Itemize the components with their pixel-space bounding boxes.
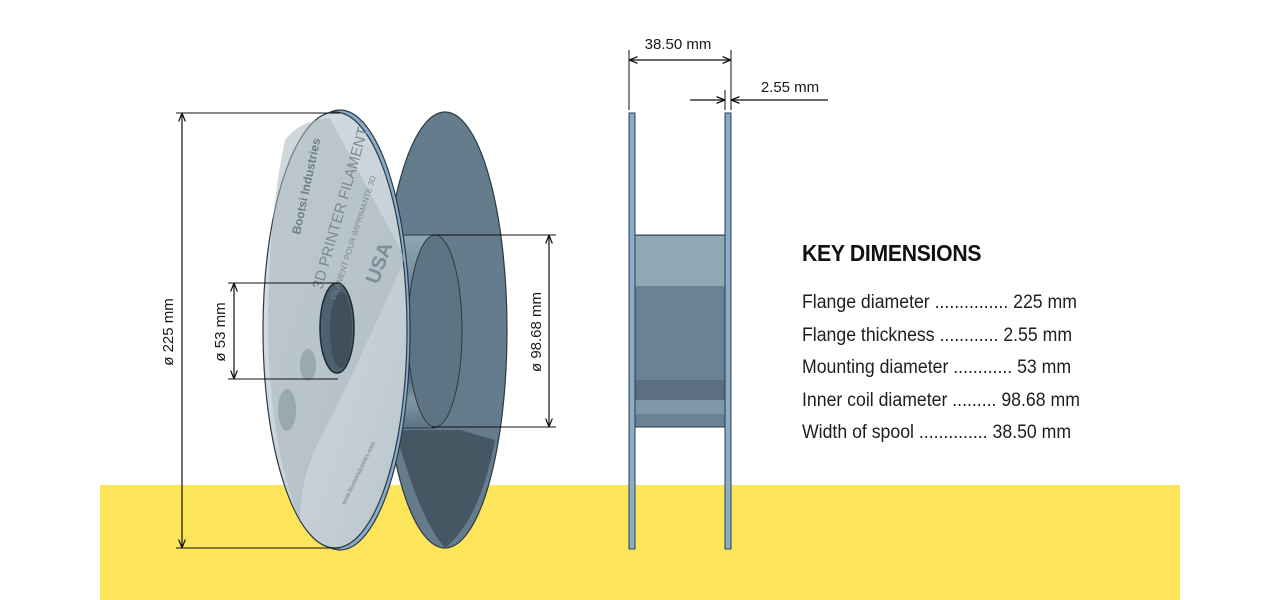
inner-coil-dimension: ø 98.68 mm (432, 234, 556, 428)
flange-thickness-dimension: 2.55 mm (690, 79, 828, 110)
spool-side-view (628, 112, 732, 550)
key-row-mounting-diameter: Mounting diameter ............ 53 mm (802, 357, 1072, 378)
key-row-flange-diameter: Flange diameter ............... 225 mm (802, 292, 1077, 313)
spool-width-label: 38.50 mm (645, 36, 712, 53)
recycle-icon (300, 349, 316, 381)
flange-diameter-dimension: ø 225 mm (160, 112, 340, 549)
mounting-diameter-label: ø 53 mm (212, 302, 229, 361)
flange-diameter-label: ø 225 mm (160, 298, 177, 366)
pla-icon (278, 389, 296, 431)
ground-band (100, 485, 1180, 600)
key-dimensions-list: Flange diameter ............... 225 mm F… (802, 287, 1162, 450)
key-row-width-of-spool: Width of spool .............. 38.50 mm (802, 422, 1072, 443)
inner-coil-label: ø 98.68 mm (528, 292, 545, 372)
key-dimensions-panel: KEY DIMENSIONS Flange diameter .........… (802, 240, 1162, 450)
key-row-flange-thickness: Flange thickness ............ 2.55 mm (802, 324, 1073, 346)
spool-perspective: Bootsi Industries 3D PRINTER FILAMENT FI… (262, 109, 508, 551)
side-flange-right (724, 112, 732, 550)
mounting-diameter-dimension: ø 53 mm (212, 282, 338, 380)
key-dimensions-title: KEY DIMENSIONS (802, 240, 982, 266)
spool-width-dimension: 38.50 mm (628, 36, 732, 110)
side-flange-left (628, 112, 636, 550)
flange-thickness-label: 2.55 mm (761, 79, 819, 96)
key-row-inner-coil-diameter: Inner coil diameter ......... 98.68 mm (802, 389, 1080, 411)
